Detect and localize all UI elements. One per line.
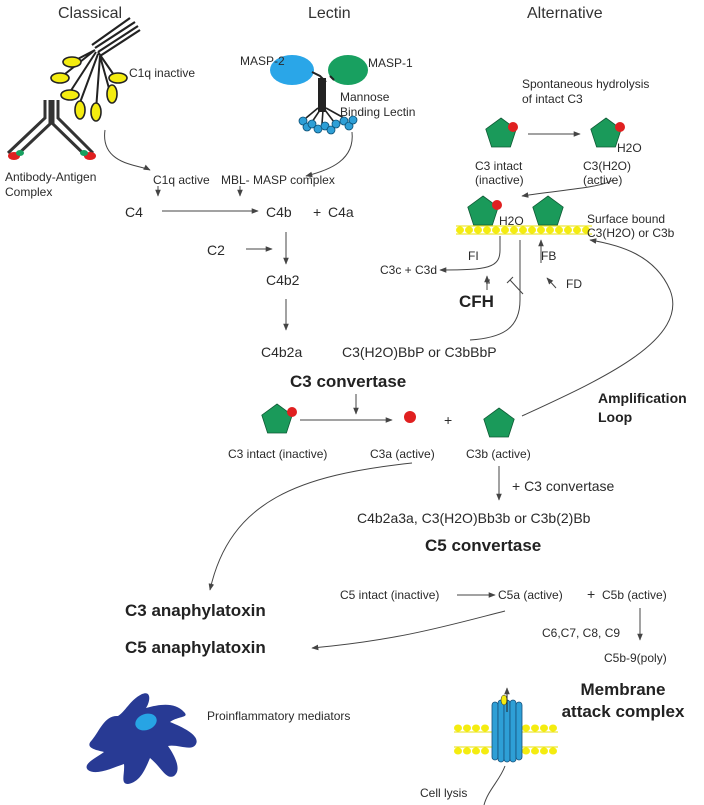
c4b2a-label: C4b2a	[261, 344, 303, 360]
surface-bound-label-1: Surface bound	[587, 212, 666, 226]
immune-cell-icon	[86, 693, 197, 784]
spontaneous-hydrolysis-1: Spontaneous hydrolysis	[522, 77, 650, 91]
membrane-attack-complex-title-2: attack complex	[561, 702, 685, 721]
c1q-active-label: C1q active	[153, 173, 210, 187]
c3h2o-top-label-1: C3(H2O)	[583, 159, 632, 173]
c3b-label: C3b (active)	[466, 447, 531, 461]
lectin-heading: Lectin	[308, 5, 351, 22]
spontaneous-hydrolysis-2: of intact C3	[522, 92, 583, 106]
mbl-label-1: Mannose	[340, 90, 390, 104]
antibody-antigen-complex-icon	[6, 100, 96, 160]
c1q-icon	[50, 17, 141, 122]
mbl-masp-complex-label: MBL- MASP complex	[221, 173, 335, 187]
c3-intact-top-label-1: C3 intact	[475, 159, 523, 173]
h2o-surface-label: H2O	[499, 214, 524, 228]
c4b-label: C4b	[266, 204, 292, 220]
c3h2o-top-icon	[590, 117, 625, 148]
c3-anaphylatoxin-title: C3 anaphylatoxin	[125, 601, 266, 620]
c3h2o-top-label-2: (active)	[583, 173, 623, 187]
proinflammatory-label: Proinflammatory mediators	[207, 709, 351, 723]
c5-convertase-title: C5 convertase	[425, 536, 542, 555]
c3-intact-bottom-label: C3 intact (inactive)	[228, 447, 328, 461]
c5b9-label: C5b-9(poly)	[604, 651, 667, 665]
c3b-bottom-icon	[483, 407, 515, 438]
antibody-antigen-label-2: Complex	[5, 185, 53, 199]
masp1-label: MASP-1	[368, 56, 413, 70]
membrane-attack-complex-title-1: Membrane	[580, 680, 666, 699]
cfh-label: CFH	[459, 292, 494, 311]
masp2-label: MASP-2	[240, 54, 285, 68]
h2o-top-label: H2O	[617, 141, 642, 155]
c2-label: C2	[207, 242, 225, 258]
c3-convertase-title: C3 convertase	[290, 372, 407, 391]
surface-membrane	[456, 225, 592, 235]
c3h2o-bbp-label: C3(H2O)BbP or C3bBbP	[342, 344, 497, 360]
antibody-antigen-label-1: Antibody-Antigen	[5, 170, 97, 184]
mbl-masp-icon	[270, 55, 368, 135]
membrane-attack-complex-icon	[454, 687, 558, 805]
c3-intact-top-icon	[485, 117, 518, 148]
c3a-dot-icon	[404, 411, 416, 423]
mbl-label-2: Binding Lectin	[340, 105, 416, 119]
amplification-loop-label-1: Amplification	[598, 390, 687, 406]
surface-c3b-icon	[532, 195, 564, 226]
surface-c3h2o-icon	[467, 195, 502, 226]
fb-label: FB	[541, 249, 557, 263]
c6-c9-label: C6,C7, C8, C9	[542, 626, 621, 640]
c3-intact-top-label-2: (inactive)	[475, 173, 524, 187]
c4-label: C4	[125, 204, 143, 220]
classical-heading: Classical	[58, 5, 123, 22]
alternative-heading: Alternative	[527, 5, 603, 22]
plus-c4a-sign: +	[313, 204, 322, 220]
c5a-label: C5a (active)	[498, 588, 563, 602]
plus-c5b-sign: +	[587, 586, 596, 602]
c3c-c3d-label: C3c + C3d	[380, 263, 438, 277]
c4b2-label: C4b2	[266, 272, 300, 288]
c3-intact-bottom-icon	[261, 403, 297, 434]
fd-label: FD	[566, 277, 582, 291]
c4a-label: C4a	[328, 204, 354, 220]
c5-intact-label: C5 intact (inactive)	[340, 588, 440, 602]
c5b-label: C5b (active)	[602, 588, 667, 602]
cell-lysis-label: Cell lysis	[420, 786, 468, 800]
c5-convertase-forms-label: C4b2a3a, C3(H2O)Bb3b or C3b(2)Bb	[357, 510, 591, 526]
c5-anaphylatoxin-title: C5 anaphylatoxin	[125, 638, 266, 657]
c3a-label: C3a (active)	[370, 447, 435, 461]
c1q-inactive-label: C1q inactive	[129, 66, 196, 80]
plus-c3-convertase-label: + C3 convertase	[512, 478, 615, 494]
surface-bound-label-2: C3(H2O) or C3b	[587, 226, 675, 240]
plus-c3b-sign: +	[444, 412, 453, 428]
amplification-loop-label-2: Loop	[598, 409, 633, 425]
fi-label: FI	[468, 249, 479, 263]
